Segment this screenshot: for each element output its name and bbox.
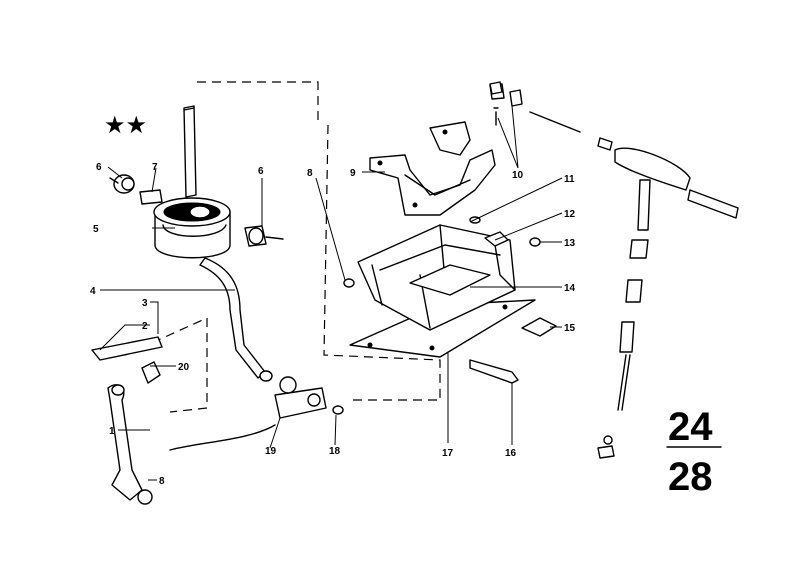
shift-lever-arm (199, 257, 266, 379)
callout-3: 3 (142, 298, 148, 309)
callout-6-left: 6 (96, 162, 102, 173)
rubber-mount (521, 317, 557, 337)
upper-bracket (369, 149, 496, 216)
bushing-left (109, 174, 135, 194)
callout-4: 4 (90, 286, 96, 297)
callout-8-upper: 8 (307, 168, 313, 179)
callout-2: 2 (142, 321, 148, 332)
callout-18: 18 (329, 446, 341, 457)
callout-13: 13 (564, 238, 576, 249)
callout-1: 1 (109, 426, 115, 437)
nut (529, 237, 541, 247)
assembly-guide-dashed-line (197, 81, 441, 401)
pivot-pin (139, 189, 163, 205)
callout-8-lower: 8 (159, 476, 165, 487)
callout-10: 10 (512, 170, 524, 181)
callout-20: 20 (178, 362, 190, 373)
bolt (469, 359, 519, 384)
callout-17: 17 (442, 448, 454, 459)
callout-16: 16 (505, 448, 517, 459)
t-handle-cable-assembly (489, 81, 739, 459)
hex-nut (343, 278, 355, 288)
callout-14: 14 (564, 283, 576, 294)
assembly-guide-dashed-line-lower (124, 317, 208, 413)
callout-12: 12 (564, 209, 576, 220)
gear-lever-assembly (153, 105, 273, 382)
callout-5: 5 (93, 224, 99, 235)
callout-11: 11 (564, 174, 575, 185)
bushing-right (244, 225, 284, 247)
shift-rod (169, 376, 344, 451)
shift-bracket-assembly (349, 121, 536, 358)
spring-clip (141, 361, 161, 384)
page-ref-bottom: 28 (668, 455, 713, 499)
callout-19: 19 (265, 446, 277, 457)
lever-clip (91, 336, 163, 361)
callout-15: 15 (564, 323, 576, 334)
double-star-marker: ★★ (104, 111, 147, 139)
linkage-arm (107, 384, 153, 505)
callout-6-right: 6 (258, 166, 264, 177)
callout-7: 7 (152, 162, 158, 173)
callout-9: 9 (350, 168, 356, 179)
t-handle (614, 147, 691, 191)
leader-lines (99, 105, 563, 481)
page-ref-top: 24 (668, 405, 713, 449)
